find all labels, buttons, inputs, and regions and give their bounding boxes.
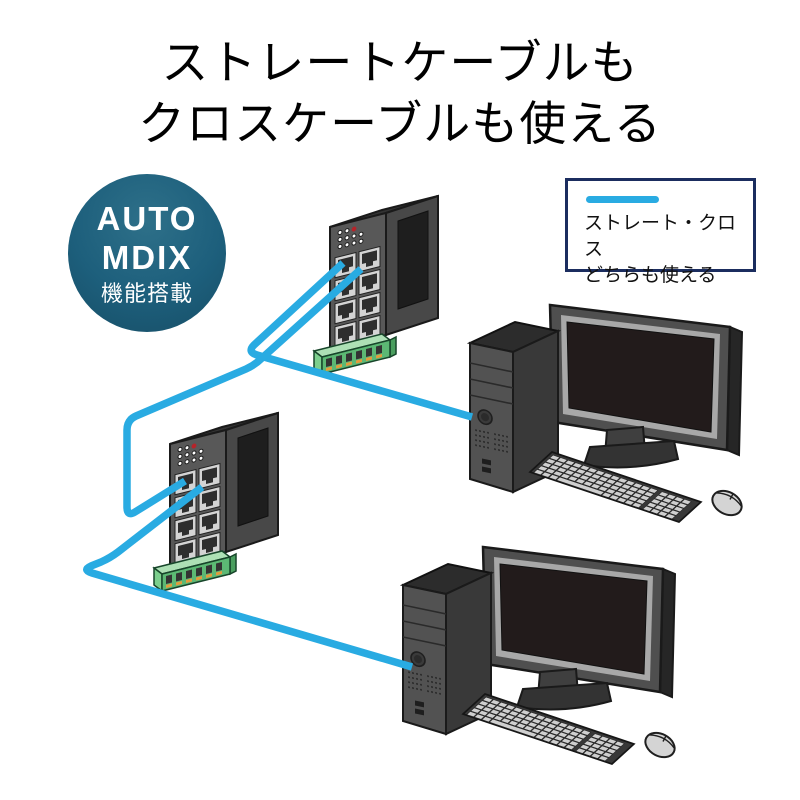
title-line-2: クロスケーブルも使える [138,99,662,151]
badge-line-1: AUTO [96,200,198,237]
badge-line-2: MDIX [101,239,193,276]
switch-1 [314,196,438,374]
cable-switch1-computer1 [247,260,474,421]
cable-switch2-computer2 [83,484,414,671]
computer-2 [401,545,681,766]
title-line-1: ストレートケーブルも [161,38,639,90]
legend-line-2: どちらも使える [584,265,717,286]
page-title: ストレートケーブルも クロスケーブルも使える [0,34,800,156]
cable-sample-line [586,196,659,203]
computer-1 [468,303,748,524]
switch-2 [154,413,278,591]
badge-line-3: 機能搭載 [100,281,193,306]
lan-cables [83,260,474,671]
legend-box: ストレート・クロス どちらも使える [565,178,756,286]
legend-line-1: ストレート・クロス [584,213,737,260]
cable-switch1-switch2 [123,266,364,518]
auto-mdix-badge: AUTO MDIX 機能搭載 [68,174,226,332]
